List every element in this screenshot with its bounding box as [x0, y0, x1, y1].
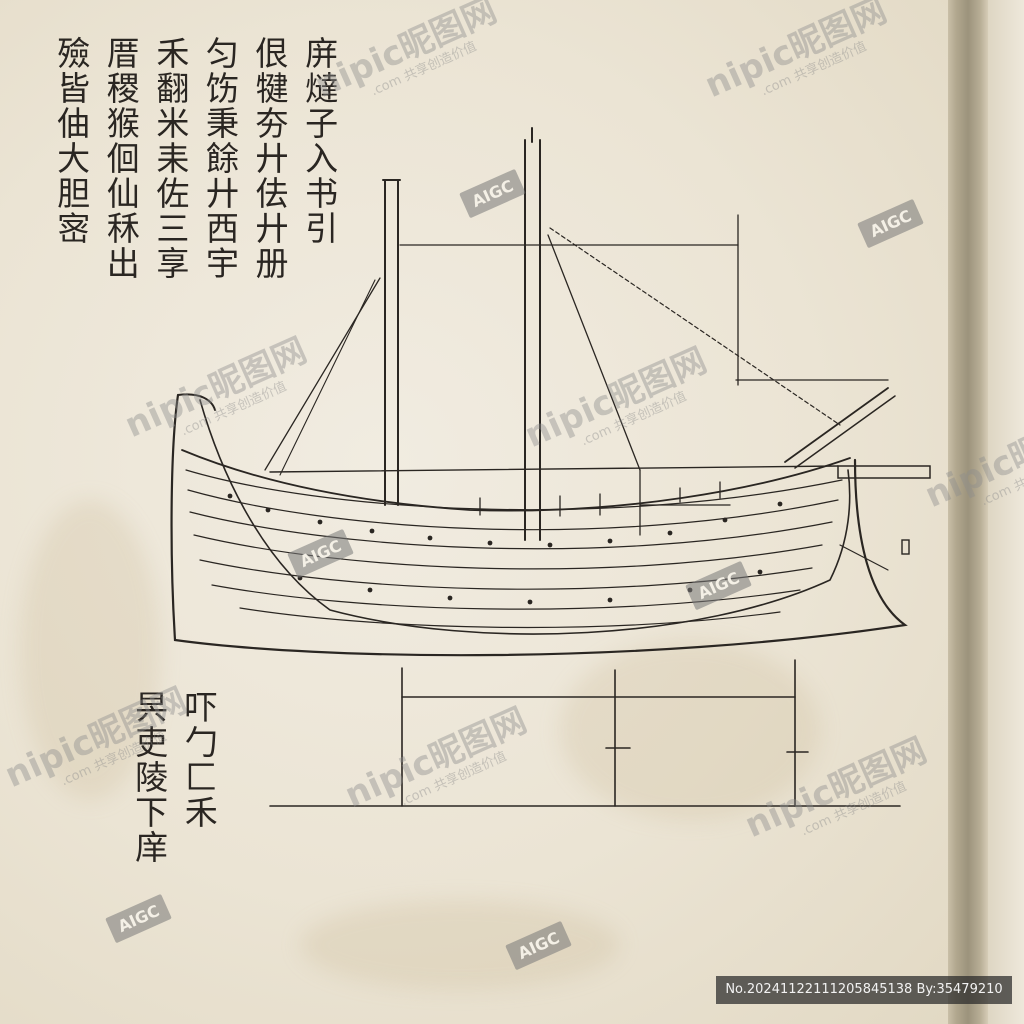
manuscript-page — [0, 0, 948, 1024]
ship-drawing — [170, 127, 931, 807]
text-column: 佷犍夯廾佉廾册 — [250, 36, 290, 281]
bowsprit — [794, 395, 896, 469]
rudder-line — [839, 544, 889, 571]
text-column: 禾翻米耒佐三享 — [150, 36, 190, 281]
inscription-column: 吓勹匚禾 — [179, 690, 219, 830]
text-column: 厝稷猴佪仙秝出 — [101, 36, 141, 281]
paper-stain — [560, 640, 820, 820]
text-column: 殮皆伷大胆宻 — [51, 36, 91, 246]
hull-inner-curve — [199, 399, 851, 635]
deck-stanchions — [479, 481, 721, 517]
hull-planking — [185, 469, 843, 629]
hull-outline — [170, 393, 908, 657]
rudder-fitting — [901, 539, 910, 555]
deck-rail — [269, 465, 839, 473]
text-column: 匀饬秉餘廾西宇 — [200, 36, 240, 281]
text-column: 庰燵子入书引 — [299, 36, 339, 246]
bowsprit — [784, 387, 889, 463]
calligraphy-text-block: 庰燵子入书引 佷犍夯廾佉廾册 匀饬秉餘廾西宇 禾翻米耒佐三享 厝稷猴佪仙秝出 殮… — [40, 36, 339, 281]
book-binding — [948, 0, 988, 1024]
image-id-caption: No.20241122111205845138 By:35479210 — [716, 976, 1012, 1004]
hull-sheer-line — [181, 449, 851, 512]
main-mast — [524, 127, 541, 541]
stern-post — [177, 393, 216, 411]
signature-inscription: 吓勹匚禾 昗吏陵下庠 — [118, 690, 219, 865]
fore-mast — [382, 179, 401, 506]
paper-stain — [20, 500, 160, 800]
stay-line — [549, 227, 841, 426]
stay-line — [547, 234, 641, 471]
tiller — [837, 465, 931, 479]
stand-frame — [269, 659, 901, 807]
inscription-column: 昗吏陵下庠 — [129, 690, 169, 865]
stay-line — [279, 279, 376, 476]
adjacent-page-edge — [988, 0, 1024, 1024]
